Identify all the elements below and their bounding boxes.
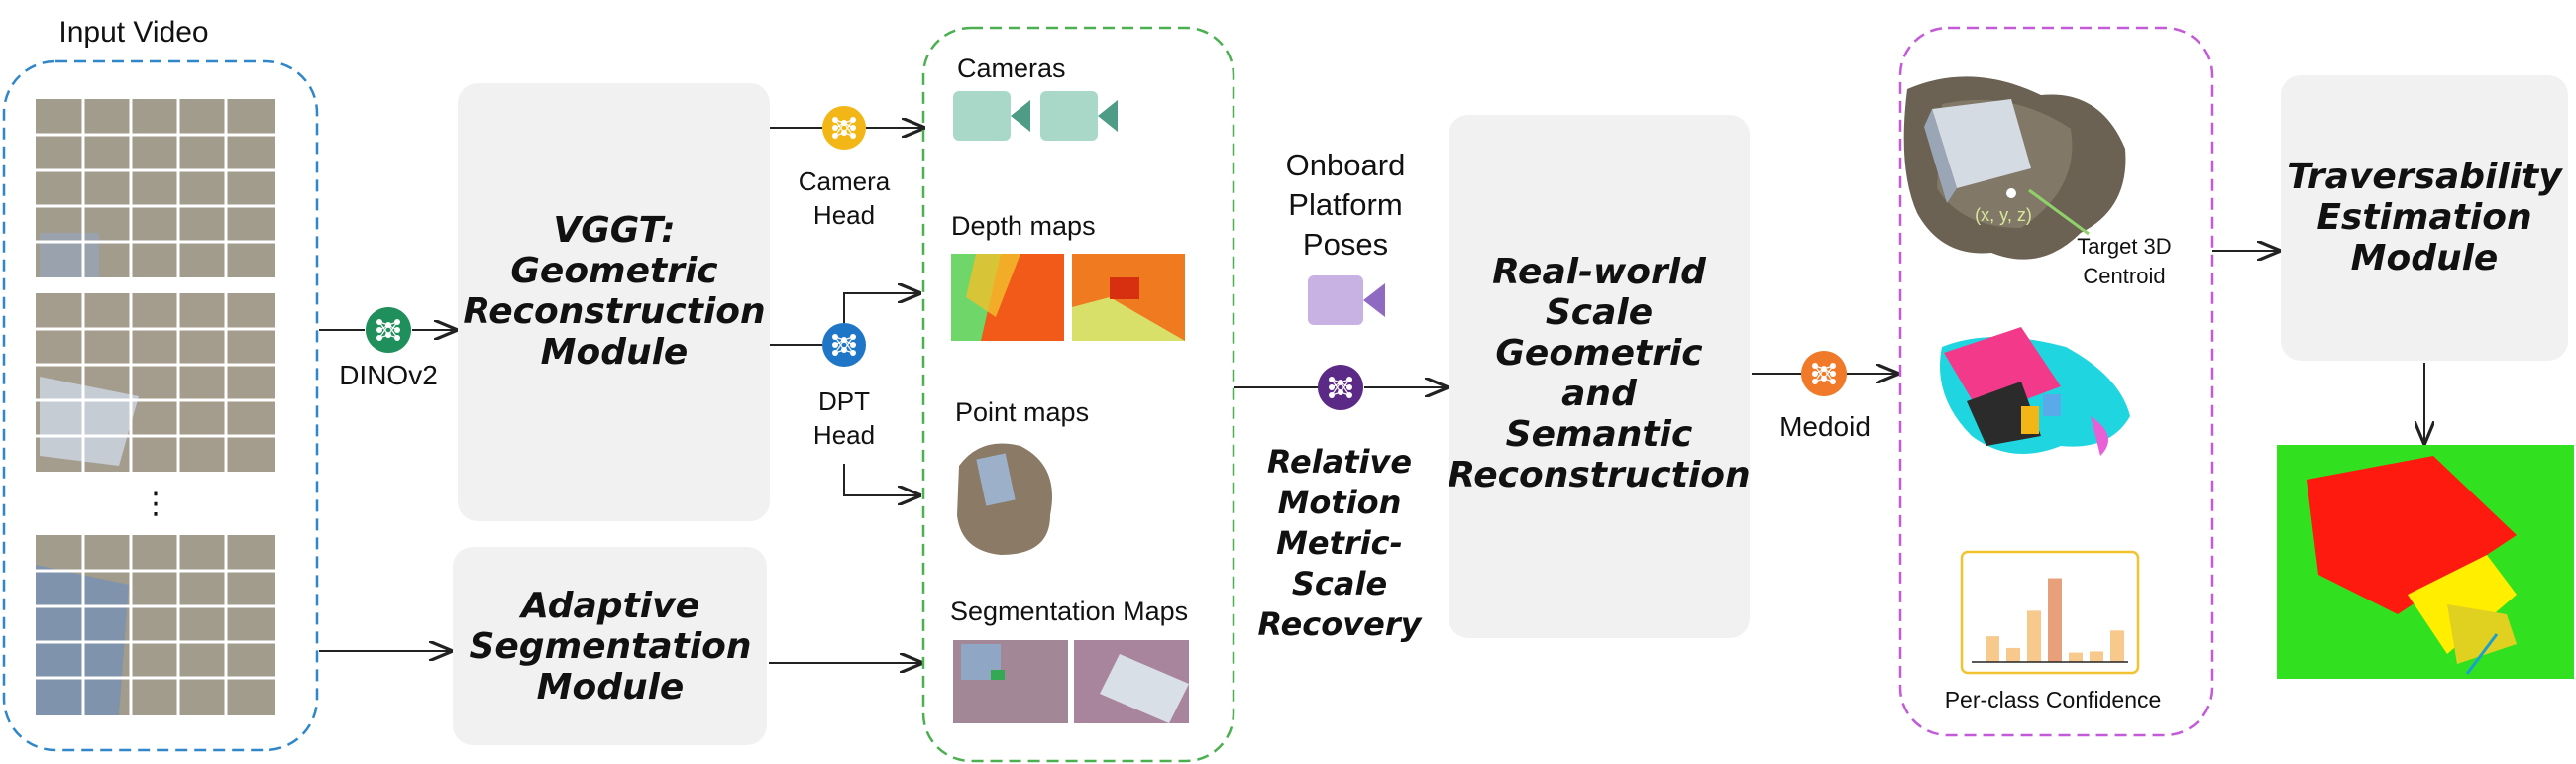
realworld-line5: Semantic bbox=[1506, 414, 1693, 455]
dinov2-label: DINOv2 bbox=[339, 360, 438, 390]
camera-head-icon bbox=[822, 106, 866, 150]
dpt-head-icon bbox=[822, 323, 866, 367]
video-frame-1 bbox=[36, 99, 275, 277]
vggt-line4: Module bbox=[541, 332, 689, 373]
realworld-line2: Scale bbox=[1546, 292, 1653, 333]
seg-module-line2: Segmentation bbox=[469, 626, 751, 667]
confidence-bar bbox=[1986, 636, 1999, 662]
traversability-map bbox=[2277, 445, 2574, 679]
seg-module-line1: Adaptive bbox=[518, 586, 699, 626]
confidence-bars bbox=[1986, 578, 2124, 662]
confidence-bar bbox=[2110, 630, 2124, 662]
camera-icon bbox=[1040, 91, 1118, 141]
realworld-line6: Reconstruction bbox=[1448, 455, 1750, 495]
segmentation-map-thumbnail bbox=[953, 640, 1068, 723]
segmentation-maps-label: Segmentation Maps bbox=[950, 597, 1188, 626]
recovery-line2: Motion bbox=[1278, 484, 1402, 521]
camera-head-label-1: Camera bbox=[799, 166, 891, 196]
outputs-panel bbox=[921, 26, 1235, 763]
onboard-label-1: Onboard bbox=[1286, 148, 1406, 182]
camera-head-label-2: Head bbox=[813, 200, 875, 230]
centroid-pointer bbox=[2028, 188, 2090, 236]
traversability-line2: Estimation bbox=[2316, 197, 2531, 238]
traversability-module-box bbox=[2281, 75, 2568, 361]
platform-camera-icon bbox=[1308, 275, 1385, 325]
realworld-line1: Real-world bbox=[1492, 252, 1707, 292]
reconstruction-pointcloud bbox=[1903, 76, 2126, 260]
depth-map-thumbnail bbox=[951, 254, 1064, 341]
realworld-module-box bbox=[1449, 115, 1750, 638]
onboard-label-2: Platform bbox=[1288, 187, 1402, 222]
depth-maps-label: Depth maps bbox=[951, 211, 1096, 241]
cameras-label: Cameras bbox=[957, 54, 1066, 83]
video-frame-3 bbox=[36, 535, 275, 715]
traversability-line1: Traversability bbox=[2287, 157, 2563, 197]
centroid-label-2: Centroid bbox=[2083, 264, 2165, 288]
point-map-thumbnail bbox=[957, 443, 1052, 555]
recovery-line1: Relative bbox=[1267, 443, 1412, 481]
dpt-head-label-1: DPT bbox=[818, 386, 870, 416]
point-maps-label: Point maps bbox=[955, 397, 1089, 427]
realworld-line3: Geometric bbox=[1495, 333, 1702, 374]
recovery-line3: Metric- bbox=[1276, 524, 1403, 562]
confidence-bar bbox=[2048, 578, 2062, 662]
confidence-bar bbox=[2069, 652, 2083, 662]
traversability-line3: Module bbox=[2351, 238, 2499, 278]
centroid-label-1: Target 3D bbox=[2077, 234, 2171, 259]
confidence-bar bbox=[2027, 610, 2041, 662]
vggt-line2: Geometric bbox=[510, 251, 717, 291]
centroid-coordinate: (x, y, z) bbox=[1975, 205, 2032, 225]
confidence-bar bbox=[2006, 647, 2020, 662]
dinov2-network-icon bbox=[366, 307, 411, 353]
video-frame-2 bbox=[36, 293, 275, 472]
camera-icon bbox=[953, 91, 1030, 141]
recovery-line5: Recovery bbox=[1258, 605, 1423, 643]
vggt-title: VGGT: bbox=[553, 210, 675, 251]
onboard-label-3: Poses bbox=[1303, 227, 1388, 262]
medoid-network-icon bbox=[1801, 351, 1847, 396]
recovery-network-icon bbox=[1318, 365, 1363, 410]
depth-map-thumbnail bbox=[1072, 254, 1185, 341]
confidence-label: Per-class Confidence bbox=[1945, 687, 2162, 712]
recovery-line4: Scale bbox=[1292, 565, 1387, 602]
vggt-line3: Reconstruction bbox=[463, 291, 765, 332]
dpt-head-label-2: Head bbox=[813, 420, 875, 450]
input-video-frame bbox=[2, 59, 319, 752]
input-video-title: Input Video bbox=[58, 16, 208, 49]
confidence-bar bbox=[2090, 651, 2103, 662]
segmentation-module-box bbox=[453, 547, 767, 745]
vggt-module-box bbox=[458, 83, 770, 521]
seg-module-line3: Module bbox=[537, 667, 685, 708]
frames-ellipsis: ⋮ bbox=[141, 488, 170, 520]
segmentation-map-thumbnail bbox=[1074, 640, 1189, 723]
semantic-pointcloud bbox=[1940, 327, 2130, 456]
medoid-label: Medoid bbox=[1779, 411, 1871, 442]
realworld-line4: and bbox=[1561, 374, 1638, 414]
